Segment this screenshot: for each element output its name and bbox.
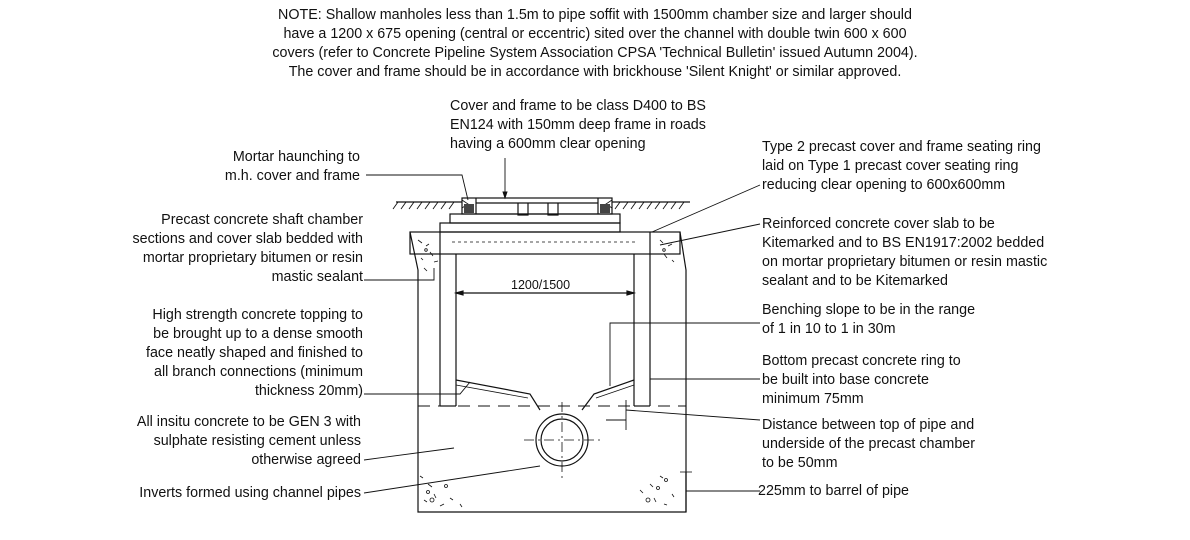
- concrete-aggregate: [417, 239, 675, 508]
- cover-slab: [409, 231, 681, 255]
- label-line: m.h. cover and frame: [224, 168, 360, 184]
- label-line: Bottom precast concrete ring to: [762, 353, 961, 369]
- note-line-3: covers (refer to Concrete Pipeline Syste…: [272, 45, 918, 61]
- label-line: Mortar haunching to: [232, 149, 360, 165]
- label-distance-pipe: Distance between top of pipe and undersi…: [762, 416, 975, 473]
- pipe: [524, 402, 600, 480]
- dimension-line: [453, 290, 637, 296]
- label-line: laid on Type 1 precast cover seating rin…: [762, 158, 1019, 174]
- label-line: of 1 in 10 to 1 in 30m: [762, 321, 896, 337]
- dimension-225: [680, 471, 692, 512]
- label-line: Inverts formed using channel pipes: [139, 485, 361, 501]
- label-line: Precast concrete shaft chamber: [161, 212, 363, 228]
- label-line: having a 600mm clear opening: [450, 136, 646, 152]
- label-line: Benching slope to be in the range: [762, 302, 976, 318]
- drawing-note: NOTE: Shallow manholes less than 1.5m to…: [150, 6, 1040, 82]
- label-line: EN124 with 150mm deep frame in roads: [450, 117, 706, 133]
- label-precast-shaft: Precast concrete shaft chamber sections …: [133, 211, 363, 287]
- seating-rings: [439, 213, 621, 233]
- ground-line-right: [612, 201, 690, 210]
- label-line: otherwise agreed: [251, 452, 361, 468]
- label-line: 225mm to barrel of pipe: [758, 483, 909, 499]
- label-line: Kitemarked and to BS EN1917:2002 bedded: [762, 235, 1045, 251]
- label-line: High strength concrete topping to: [152, 307, 363, 323]
- label-line: be built into base concrete: [762, 372, 929, 388]
- note-line-4: The cover and frame should be in accorda…: [288, 64, 902, 80]
- label-line: All insitu concrete to be GEN 3 with: [136, 414, 361, 430]
- chamber-outline: [409, 231, 687, 513]
- label-line: face neatly shaped and finished to: [146, 345, 363, 361]
- label-line: mortar proprietary bitumen or resin: [142, 250, 363, 266]
- label-line: mastic sealant: [271, 269, 363, 285]
- benching: [455, 379, 635, 411]
- label-line: on mortar proprietary bitumen or resin m…: [762, 254, 1048, 270]
- label-reinforced-slab: Reinforced concrete cover slab to be Kit…: [762, 215, 1047, 291]
- label-inverts: Inverts formed using channel pipes: [139, 484, 361, 503]
- label-line: be brought up to a dense smooth: [153, 326, 363, 342]
- label-line: to be 50mm: [762, 455, 838, 471]
- leader-lines: [363, 158, 761, 494]
- label-line: underside of the precast chamber: [762, 436, 975, 452]
- label-insitu-concrete: All insitu concrete to be GEN 3 with sul…: [137, 413, 361, 470]
- label-line: minimum 75mm: [762, 391, 864, 407]
- label-line: sulphate resisting cement unless: [153, 433, 361, 449]
- note-line-1: NOTE: Shallow manholes less than 1.5m to…: [278, 7, 912, 23]
- dimension-label: 1200/1500: [511, 278, 571, 292]
- cover-frame: [461, 197, 613, 216]
- ground-line-left: [392, 201, 462, 210]
- label-line: Reinforced concrete cover slab to be: [762, 216, 995, 232]
- label-bottom-ring: Bottom precast concrete ring to be built…: [762, 352, 961, 409]
- label-barrel: 225mm to barrel of pipe: [758, 482, 909, 501]
- note-line-2: have a 1200 x 675 opening (central or ec…: [283, 26, 907, 42]
- label-line: sealant and to be Kitemarked: [762, 273, 948, 289]
- label-line: Type 2 precast cover and frame seating r…: [762, 139, 1041, 155]
- label-line: Cover and frame to be class D400 to BS: [450, 98, 706, 114]
- label-line: reducing clear opening to 600x600mm: [762, 177, 1006, 193]
- label-benching: Benching slope to be in the range of 1 i…: [762, 301, 975, 339]
- label-line: sections and cover slab bedded with: [132, 231, 363, 247]
- label-cover-frame: Cover and frame to be class D400 to BS E…: [450, 97, 706, 154]
- label-mortar-haunching: Mortar haunching to m.h. cover and frame: [225, 148, 360, 186]
- label-high-strength: High strength concrete topping to be bro…: [146, 306, 363, 401]
- label-line: Distance between top of pipe and: [762, 417, 975, 433]
- label-line: all branch connections (minimum: [154, 364, 363, 380]
- label-line: thickness 20mm): [254, 383, 363, 399]
- label-type2-ring: Type 2 precast cover and frame seating r…: [762, 138, 1041, 195]
